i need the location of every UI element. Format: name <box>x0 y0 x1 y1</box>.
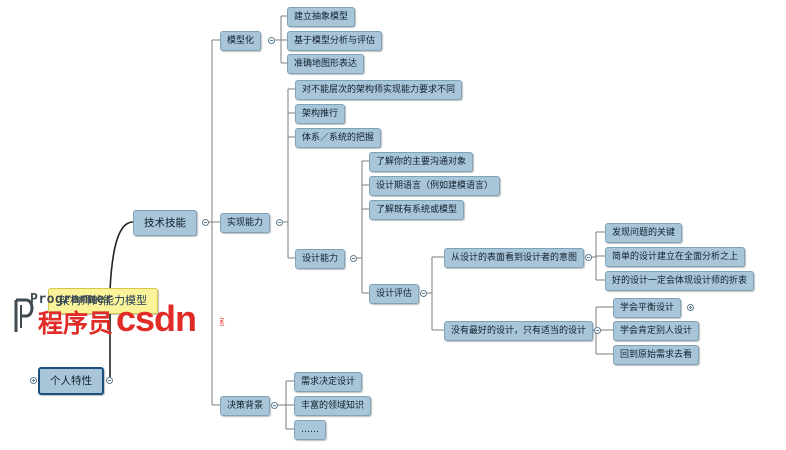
node-tech-skills[interactable]: 技术技能 <box>133 210 197 236</box>
root-node[interactable]: 架构师的能力模型 <box>48 288 158 314</box>
node-accept-others[interactable]: 学会肯定别人设计 <box>613 321 700 341</box>
link-decision-children <box>277 380 294 430</box>
collapse-toggle-icon[interactable] <box>585 254 592 261</box>
collapse-toggle-icon[interactable] <box>202 219 209 226</box>
node-simple-design[interactable]: 简单的设计建立在全面分析之上 <box>605 247 746 267</box>
node-impl-levels[interactable]: 对不能层次的架构师实现能力要求不同 <box>295 80 463 100</box>
node-personal-traits[interactable]: 个人特性 <box>38 367 104 395</box>
csdn-wordmark: csdn <box>116 298 197 339</box>
node-model-analysis[interactable]: 基于模型分析与评估 <box>287 31 383 51</box>
link-eval-children <box>425 256 444 331</box>
collapse-toggle-icon[interactable] <box>350 255 357 262</box>
expand-toggle-icon[interactable] <box>30 377 37 384</box>
node-abstract-model[interactable]: 建立抽象模型 <box>287 7 356 27</box>
node-modeling[interactable]: 模型化 <box>220 31 262 51</box>
link-root-tech <box>109 221 134 291</box>
link-design-children <box>356 160 369 294</box>
net-wordmark: .net <box>218 316 224 327</box>
collapse-toggle-icon[interactable] <box>271 402 278 409</box>
link-modeling-children <box>275 15 287 64</box>
node-existing-system[interactable]: 了解既有系统或模型 <box>369 200 465 220</box>
link-tech-trunk <box>206 39 220 406</box>
node-design-language[interactable]: 设计期语言（例如建模语言） <box>369 176 501 196</box>
node-appropriate-design[interactable]: 没有最好的设计，只有适当的设计 <box>444 321 594 341</box>
node-requirements-drive[interactable]: 需求决定设计 <box>294 372 363 392</box>
node-decision-context[interactable]: 决策背景 <box>220 396 271 416</box>
node-graphical-expression[interactable]: 准确地图形表达 <box>287 54 365 74</box>
node-arch-rollout[interactable]: 架构推行 <box>295 104 346 124</box>
programmer-wordmark: Programmer <box>30 292 114 307</box>
collapse-toggle-icon[interactable] <box>594 327 601 334</box>
node-design-ability[interactable]: 设计能力 <box>295 249 346 269</box>
link-impl-children <box>282 88 295 259</box>
expand-toggle-icon[interactable] <box>687 304 694 311</box>
node-implementation[interactable]: 实现能力 <box>220 213 271 233</box>
chengxuyuan-wordmark: 程序员 <box>38 309 114 338</box>
node-back-to-requirements[interactable]: 回到原始需求去看 <box>613 345 700 365</box>
node-know-audience[interactable]: 了解你的主要沟通对象 <box>369 152 474 172</box>
csdn-watermark-logo: Programmer 程序员 csdn .net <box>14 292 244 352</box>
collapse-toggle-icon[interactable] <box>420 290 427 297</box>
collapse-toggle-icon[interactable] <box>106 377 113 384</box>
node-balance-design[interactable]: 学会平衡设计 <box>613 298 682 318</box>
node-domain-knowledge[interactable]: 丰富的领域知识 <box>294 396 372 416</box>
link-e1-children <box>589 231 605 281</box>
collapse-toggle-icon[interactable] <box>268 37 275 44</box>
node-find-key-problem[interactable]: 发现问题的关键 <box>605 223 683 243</box>
node-design-tradeoff[interactable]: 好的设计一定会体现设计师的折衷 <box>605 271 755 291</box>
node-ellipsis[interactable]: …… <box>294 420 326 440</box>
node-designer-intent[interactable]: 从设计的表面看到设计者的意图 <box>444 248 585 268</box>
collapse-toggle-icon[interactable] <box>276 219 283 226</box>
programmer-p-logo-icon <box>14 298 34 332</box>
node-system-grasp[interactable]: 体系／系统的把握 <box>295 128 382 148</box>
node-design-evaluation[interactable]: 设计评估 <box>369 284 420 304</box>
